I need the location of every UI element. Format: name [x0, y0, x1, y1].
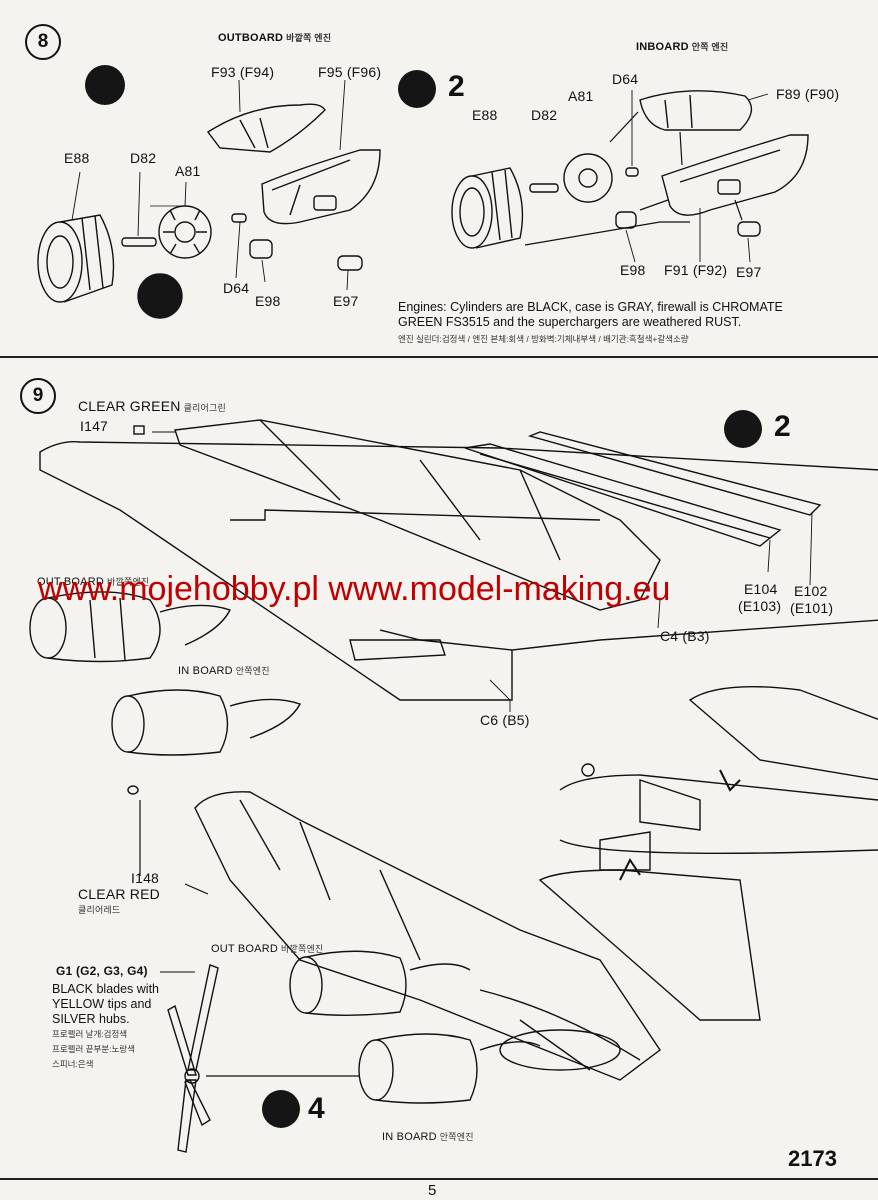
out-board-text-2: OUT BOARD: [211, 943, 278, 955]
clear-red-kr: 클리어레드: [78, 905, 121, 915]
part-f89-cover: [639, 90, 753, 131]
assembly-count-icon-bottom: [262, 1090, 300, 1128]
label-d64-out: D64: [223, 280, 250, 296]
cowling-e88-inboard: [451, 167, 524, 249]
engines-paint-note: Engines: Cylinders are BLACK, case is GR…: [398, 300, 838, 347]
step-divider: [0, 356, 878, 358]
wing-top-left: [39, 441, 878, 701]
propeller-paint-note: BLACK blades with YELLOW tips and SILVER…: [52, 982, 172, 1072]
prop-note-kr3: 스피너:은색: [52, 1059, 94, 1069]
label-e102: E102: [794, 583, 828, 599]
prop-note-line2: YELLOW tips and: [52, 997, 152, 1011]
assembly-count-icon: [398, 70, 436, 108]
out-board-text-1: OUT BOARD: [37, 576, 104, 588]
outboard-kr: 바깥쪽 엔진: [286, 33, 332, 43]
label-d64-in: D64: [612, 71, 639, 87]
inboard-label: INBOARD: [636, 41, 689, 53]
out-board-kr-1: 바깥쪽엔진: [107, 577, 150, 587]
label-e97-out: E97: [333, 293, 359, 309]
assembly-count-icon-top: [724, 410, 762, 448]
part-f91-body: [661, 134, 809, 216]
label-e88-in: E88: [472, 107, 498, 123]
engines-note-kr: 엔진 실린더:검정색 / 엔진 본체:회색 / 방화벽:기체내부색 / 배기관:…: [398, 334, 689, 344]
part-f95-body: [261, 149, 381, 225]
out-board-kr-2: 바깥쪽엔진: [281, 944, 324, 954]
label-f89: F89 (F90): [776, 86, 840, 102]
prop-note-line3: SILVER hubs.: [52, 1012, 130, 1026]
label-c4: C4 (B3): [660, 628, 710, 644]
label-e97-in: E97: [736, 264, 762, 280]
in-board-text-2: IN BOARD: [382, 1131, 437, 1143]
footer-line: [0, 1178, 878, 1180]
part-a81-inboard: [563, 153, 613, 203]
label-e98-in: E98: [620, 262, 646, 278]
part-d82-outboard: [121, 237, 157, 247]
page-number: 5: [428, 1182, 437, 1199]
engines-note-line1: Engines: Cylinders are BLACK, case is GR…: [398, 300, 783, 314]
step-9-number: 9: [20, 378, 56, 414]
assembly-count-step9-top: 2: [774, 410, 791, 443]
assembly-count-step8: 2: [448, 70, 465, 103]
step-8-number: 8: [25, 24, 61, 60]
label-c6: C6 (B5): [480, 712, 530, 728]
part-f93-cover: [206, 103, 326, 153]
part-a81-outboard: [158, 205, 212, 259]
in-board-kr-2: 안쪽엔진: [439, 1132, 474, 1142]
kit-number: 2173: [788, 1146, 837, 1171]
propeller-g1: [167, 964, 219, 1153]
glue-icon: [85, 65, 125, 105]
label-a81-out: A81: [175, 163, 201, 179]
engines-note-line2: GREEN FS3515 and the superchargers are w…: [398, 315, 742, 329]
nacelle-inboard-step9: [111, 689, 301, 756]
cowling-e88-outboard: [37, 214, 115, 303]
label-i148: I148: [131, 870, 160, 886]
outboard-label: OUTBOARD: [218, 32, 284, 44]
label-f93: F93 (F94): [211, 64, 275, 80]
watermark: www.mojehobby.pl www.model-making.eu: [38, 570, 671, 608]
in-board-text-1: IN BOARD: [178, 665, 233, 677]
flap-e104: [464, 443, 782, 547]
clear-green-text: CLEAR GREEN: [78, 398, 181, 414]
label-e101: (E101): [790, 600, 834, 616]
inboard-kr: 안쪽 엔진: [691, 42, 729, 52]
wing-bottom: [194, 791, 661, 1081]
label-e98-out: E98: [255, 293, 281, 309]
nacelle-outboard-step9: [29, 591, 231, 663]
label-e88-out: E88: [64, 150, 90, 166]
flap-e102: [527, 431, 822, 516]
detail-inset: [538, 685, 878, 1021]
in-board-kr-1: 안쪽엔진: [235, 666, 270, 676]
label-f95: F95 (F96): [318, 64, 382, 80]
label-e104: E104: [744, 581, 778, 597]
wing-top-center: [174, 419, 661, 611]
clear-green-kr: 클리어그린: [183, 403, 226, 413]
label-e103: (E103): [738, 598, 782, 614]
label-i147: I147: [80, 418, 109, 434]
clear-red-label: CLEAR RED: [78, 886, 160, 902]
label-g1: G1 (G2, G3, G4): [56, 964, 148, 978]
nacelle-inboard-bottom: [358, 1033, 541, 1104]
prop-note-line1: BLACK blades with: [52, 982, 160, 996]
nacelle-outboard-bottom: [289, 950, 471, 1016]
prop-note-kr2: 프로펠러 끝부분:노랑색: [52, 1044, 135, 1054]
prop-note-kr1: 프로펠러 날개:검정색: [52, 1029, 128, 1039]
label-d82-out: D82: [130, 150, 157, 166]
label-a81-in: A81: [568, 88, 594, 104]
label-f91: F91 (F92): [664, 262, 728, 278]
assembly-count-step9-bottom: 4: [308, 1092, 325, 1125]
label-d82-in: D82: [531, 107, 558, 123]
